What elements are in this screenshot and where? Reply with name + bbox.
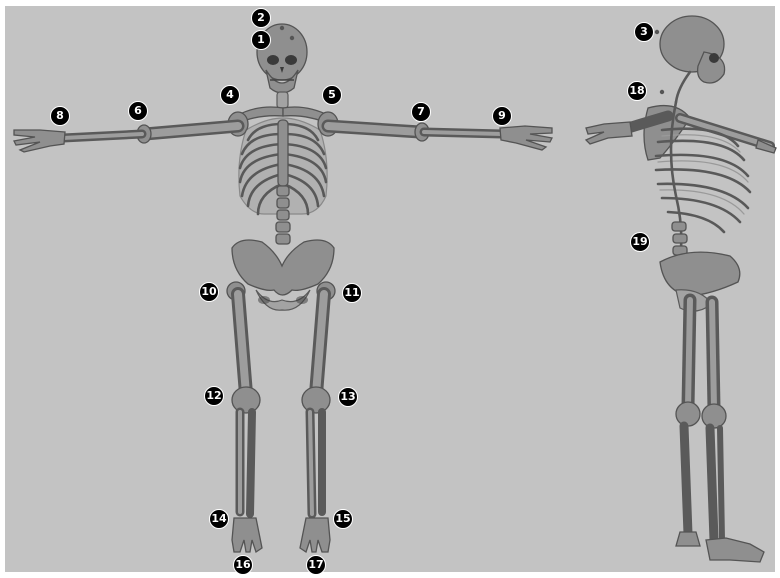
marker-11: 11 <box>342 283 362 303</box>
side-skeleton <box>586 16 776 562</box>
marker-9: 9 <box>492 106 512 126</box>
marker-5: 5 <box>322 85 342 105</box>
marker-10: 10 <box>199 282 219 302</box>
front-legs <box>227 282 335 552</box>
marker-19: 19 <box>630 232 650 252</box>
marker-14: 14 <box>209 509 229 529</box>
marker-13: 13 <box>338 387 358 407</box>
front-spine <box>276 186 290 244</box>
marker-12: 12 <box>204 386 224 406</box>
side-legs <box>676 300 764 562</box>
marker-17: 17 <box>306 555 326 575</box>
marker-6: 6 <box>128 101 148 121</box>
marker-3: 3 <box>634 22 654 42</box>
marker-7: 7 <box>411 102 431 122</box>
marker-4: 4 <box>220 85 240 105</box>
marker-8: 8 <box>50 106 70 126</box>
marker-2: 2 <box>251 8 271 28</box>
front-skeleton <box>14 24 552 552</box>
marker-1: 1 <box>251 30 271 50</box>
marker-16: 16 <box>233 555 253 575</box>
marker-15: 15 <box>333 509 353 529</box>
marker-18: 18 <box>627 81 647 101</box>
